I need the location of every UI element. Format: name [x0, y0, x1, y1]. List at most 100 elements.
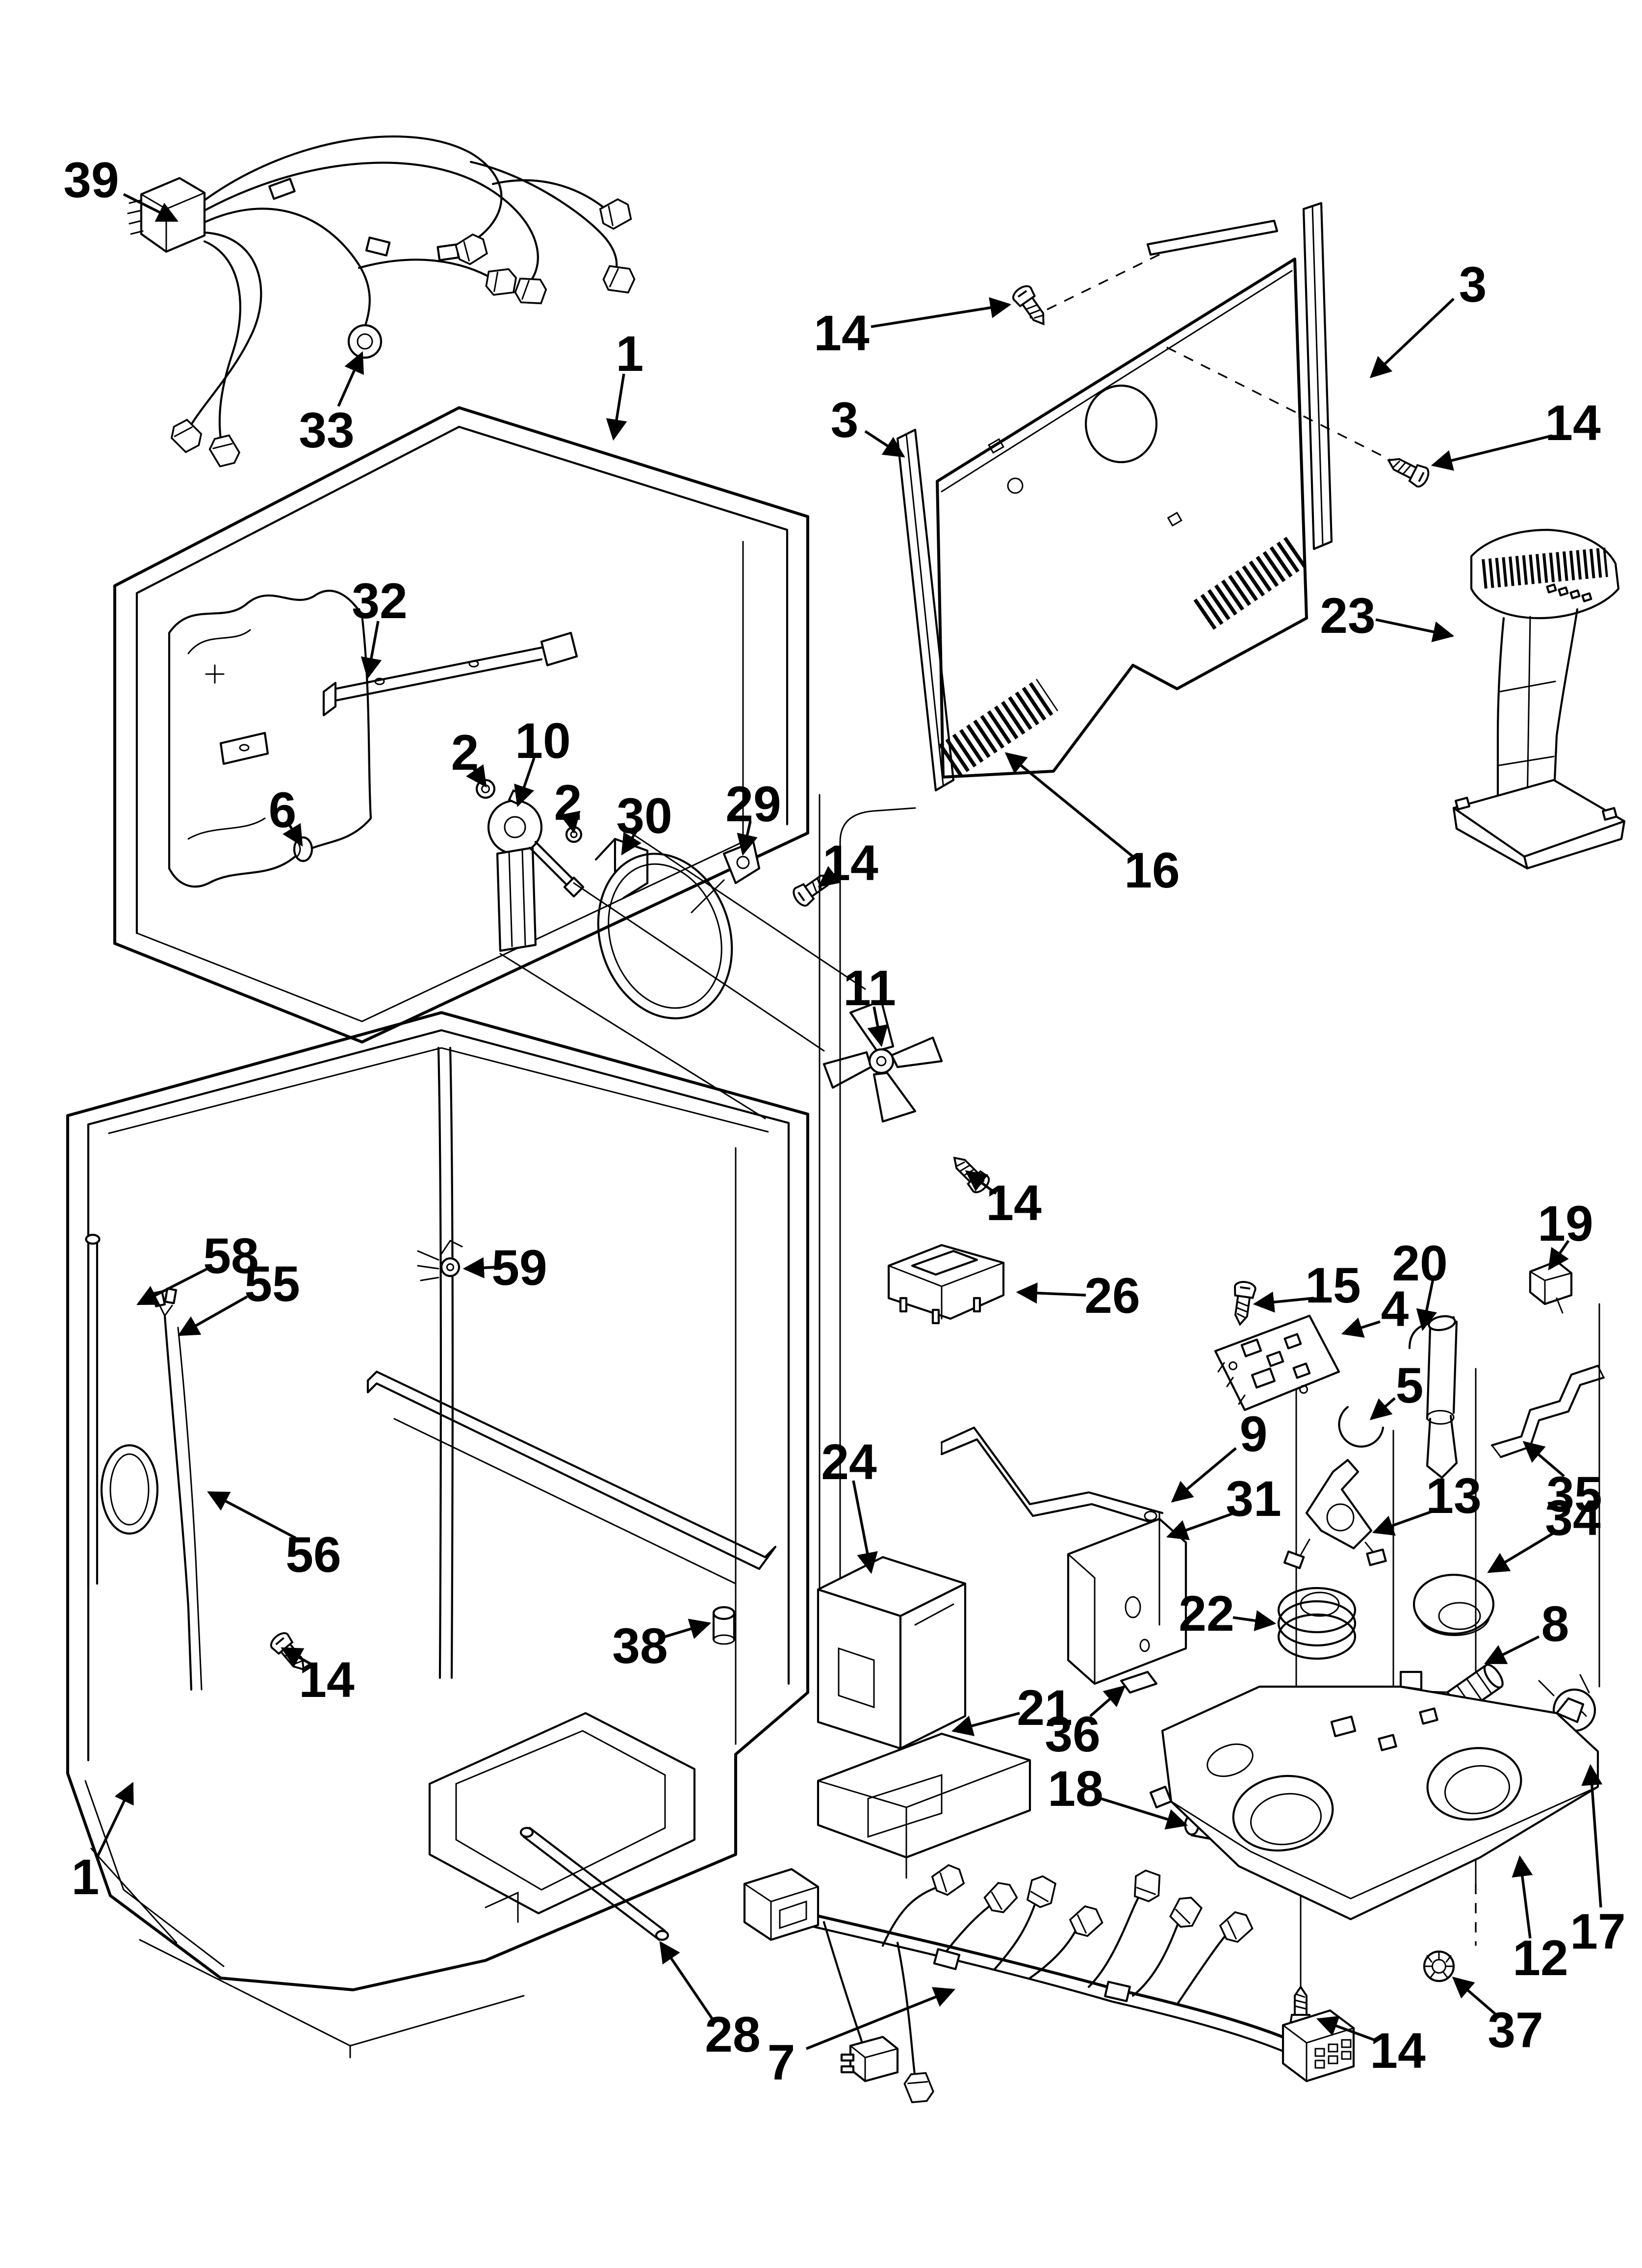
bracket-13 — [1283, 1459, 1387, 1569]
screw-2a — [475, 779, 496, 799]
callout-label-1: 1 — [72, 1849, 100, 1905]
callout-arrow-3 — [864, 430, 905, 458]
callout-label-3: 3 — [831, 392, 859, 448]
shelf-rail — [366, 1370, 777, 1570]
callout-arrow-29 — [737, 821, 758, 856]
callout-label-32: 32 — [352, 573, 407, 629]
callout-arrow-58 — [136, 1267, 208, 1305]
callout-arrow-11 — [867, 1006, 888, 1047]
clip-5 — [1338, 1406, 1385, 1448]
callout-arrow-14 — [281, 1647, 313, 1667]
callout-label-1: 1 — [616, 326, 644, 382]
callout-label-22: 22 — [1179, 1586, 1234, 1642]
callout-arrow-2 — [466, 764, 487, 788]
callout-label-15: 15 — [1305, 1257, 1360, 1313]
callout-arrow-1 — [606, 373, 627, 441]
power-plug — [840, 2035, 899, 2083]
callout-label-35: 35 — [1546, 1466, 1602, 1522]
fan-motor-10 — [487, 789, 585, 952]
main-connector — [1282, 2009, 1355, 2083]
callout-label-28: 28 — [705, 2007, 760, 2062]
callout-arrow-32 — [360, 621, 382, 679]
callout-arrow-12 — [1512, 1855, 1533, 1939]
callout-arrow-10 — [514, 757, 536, 808]
callout-arrow-30 — [621, 829, 641, 856]
screw-14-panel-left — [1009, 282, 1053, 331]
screw-15 — [1229, 1279, 1257, 1327]
fresh-food-liner — [66, 1011, 809, 2059]
callout-arrow-6 — [282, 823, 303, 847]
callout-label-20: 20 — [1392, 1235, 1447, 1291]
callout-label-4: 4 — [1381, 1281, 1409, 1337]
clip-36 — [1120, 1670, 1158, 1694]
callout-label-17: 17 — [1570, 1903, 1625, 1959]
capillary-56 — [177, 1327, 203, 1691]
callout-arrow-14 — [1316, 2016, 1375, 2041]
heater-strip-9 — [940, 1426, 1164, 1526]
grille-hatch-bottom — [938, 678, 1058, 777]
callout-label-2: 2 — [451, 725, 479, 781]
callout-label-2: 2 — [554, 775, 582, 831]
callout-arrow-35 — [1522, 1441, 1565, 1478]
cover-plate-31 — [1067, 1517, 1187, 1685]
wire-harness-7 — [743, 1861, 1355, 2104]
screw-14-panel-right — [1383, 450, 1433, 490]
grommet-38 — [712, 1606, 736, 1645]
rear-panel-16 — [936, 258, 1308, 779]
callout-label-29: 29 — [725, 776, 781, 832]
callout-label-37: 37 — [1488, 2002, 1543, 2058]
callout-arrow-22 — [1232, 1610, 1277, 1631]
nut-37 — [1423, 1950, 1455, 1982]
callout-arrow-23 — [1375, 618, 1455, 643]
callout-arrow-38 — [665, 1618, 712, 1639]
callout-arrow-31 — [1166, 1512, 1235, 1540]
callout-arrow-9 — [1171, 1447, 1237, 1503]
light-housing-12 — [1149, 1670, 1599, 1921]
callout-arrow-34 — [1487, 1531, 1556, 1573]
callout-label-30: 30 — [616, 788, 672, 844]
ribbon-35 — [1490, 1364, 1605, 1459]
callout-label-14: 14 — [1545, 395, 1601, 451]
round-connector-33 — [347, 324, 383, 359]
callout-arrow-17 — [1581, 1764, 1603, 1908]
floor-platform — [428, 1712, 696, 1915]
bracket-30 — [594, 837, 649, 899]
callout-label-10: 10 — [515, 713, 570, 769]
callout-arrow-5 — [1369, 1397, 1396, 1420]
callout-arrow-55 — [178, 1295, 248, 1336]
callout-label-16: 16 — [1124, 842, 1180, 898]
callout-label-34: 34 — [1545, 1490, 1601, 1546]
callout-arrow-59 — [462, 1257, 496, 1278]
callout-arrow-13 — [1372, 1509, 1437, 1536]
callout-label-23: 23 — [1320, 588, 1375, 644]
callout-label-19: 19 — [1538, 1196, 1593, 1251]
callout-label-21: 21 — [1017, 1680, 1072, 1736]
bracket-32 — [322, 646, 543, 717]
callout-label-33: 33 — [299, 402, 354, 458]
callout-label-36: 36 — [1045, 1706, 1100, 1762]
callout-label-3: 3 — [1459, 257, 1487, 313]
callout-label-12: 12 — [1513, 1930, 1568, 1986]
spring-cup-22 — [1277, 1587, 1357, 1660]
callout-label-56: 56 — [285, 1527, 341, 1583]
callout-arrow-14 — [1431, 434, 1553, 471]
callout-arrow-2 — [560, 810, 581, 834]
gasket-ring — [597, 853, 733, 1019]
callout-arrow-39 — [123, 193, 179, 222]
tube-58 — [87, 1239, 99, 1588]
callout-arrow-14 — [871, 297, 1012, 328]
callout-arrow-18 — [1100, 1797, 1188, 1830]
callout-label-14: 14 — [299, 1652, 355, 1708]
plug-6 — [293, 836, 313, 862]
callout-label-26: 26 — [1084, 1268, 1140, 1324]
callout-arrow-1 — [96, 1782, 134, 1858]
control-board-4 — [1214, 1314, 1340, 1411]
callout-label-18: 18 — [1048, 1761, 1103, 1817]
callout-arrow-3 — [1369, 298, 1455, 378]
callout-label-8: 8 — [1541, 1596, 1569, 1652]
callout-label-7: 7 — [768, 2034, 795, 2090]
callout-arrow-19 — [1548, 1240, 1570, 1271]
callout-label-31: 31 — [1226, 1471, 1281, 1527]
